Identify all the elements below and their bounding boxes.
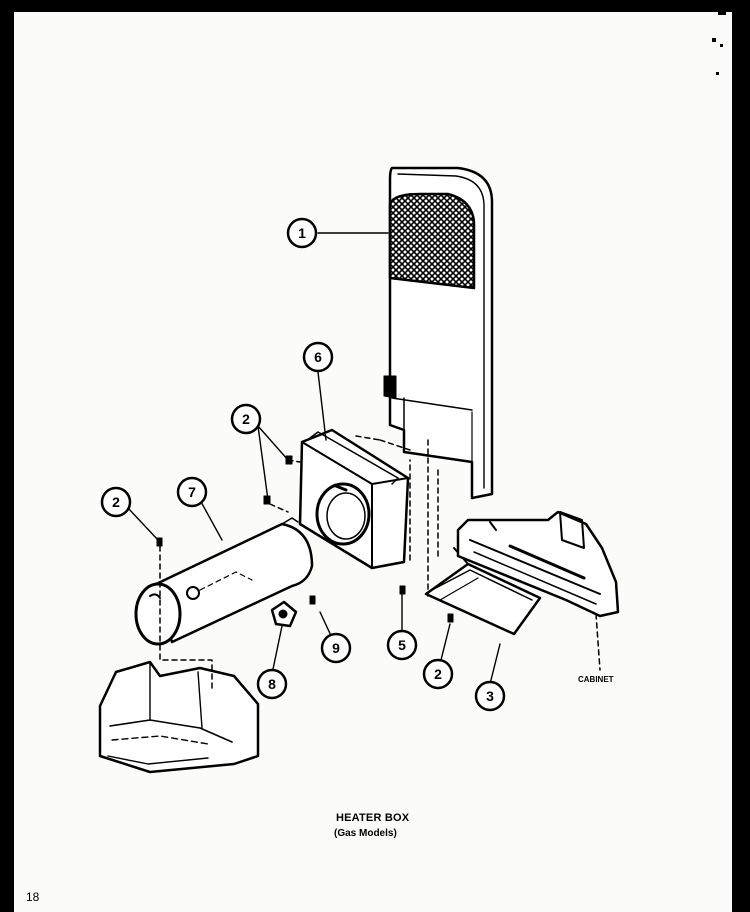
callout-label: 7 [188,484,196,500]
callout-label: 3 [486,688,494,704]
rear-panel-part-1 [383,166,494,500]
callout-label: 5 [398,637,406,653]
cabinet-section [456,510,620,618]
page-number: 18 [26,890,40,904]
callout-label: 1 [298,225,306,241]
cabinet-label: CABINET [578,675,614,684]
leader-lines [127,232,501,685]
callout-labels: 1 2 2 2 3 5 6 7 8 9 [112,225,494,704]
callout-label: 9 [332,640,340,656]
callout-label: 2 [242,411,250,427]
callout-circles [100,217,506,712]
callout-label: 2 [112,494,120,510]
burner-tube-part-7 [134,517,314,646]
heater-shield-part-3 [424,547,542,636]
duct-adapter-part-6 [298,428,410,570]
screws [156,455,454,623]
alignment-lines [159,435,601,691]
burner-base-assembly [98,660,260,774]
callout-label: 6 [314,349,322,365]
scan-specks [712,12,726,75]
callout-label: 2 [434,666,442,682]
diagram-subtitle: (Gas Models) [334,828,397,839]
diagram-title: HEATER BOX [336,812,410,824]
igniter-bracket-part-8 [270,600,298,628]
callout-label: 8 [268,676,276,692]
